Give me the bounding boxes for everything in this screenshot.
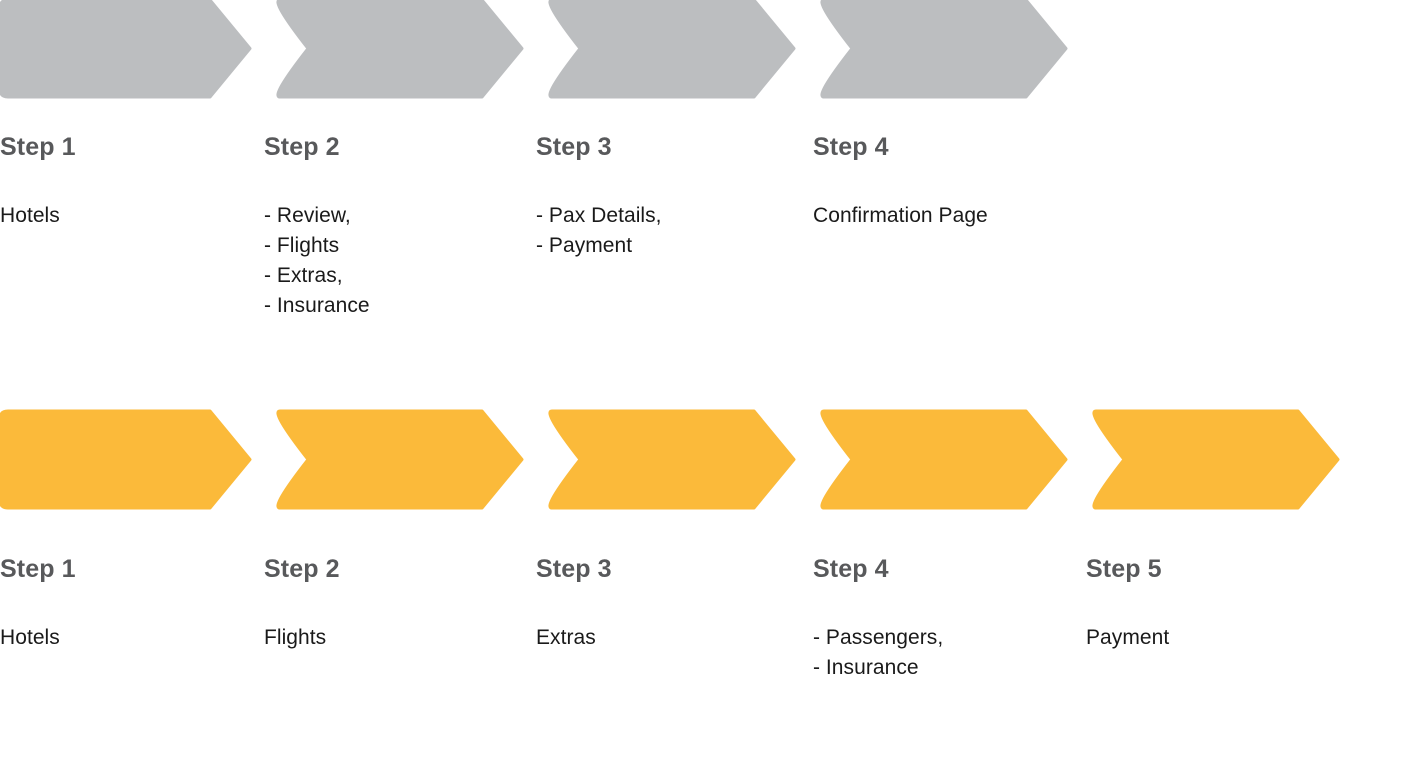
chevron-proposed-step-5[interactable] (1088, 409, 1340, 510)
chevron-path (276, 0, 524, 99)
label-column-current-step-4: Step 4 Confirmation Page (813, 133, 1068, 231)
step-description-line: - Payment (536, 233, 633, 257)
chevron-shape-icon (548, 409, 796, 510)
step-title: Step 5 (1086, 555, 1162, 583)
step-description-line: - Pax Details, (536, 203, 662, 227)
step-description-line: Flights (264, 625, 327, 649)
chevron-path (548, 0, 796, 99)
step-description: Payment (1086, 623, 1341, 653)
chevron-current-step-2[interactable] (272, 0, 524, 99)
step-description: - Pax Details, - Payment (536, 201, 791, 261)
step-description-line: - Flights (264, 233, 340, 257)
chevron-proposed-step-1[interactable] (0, 409, 252, 510)
step-title: Step 4 (813, 133, 889, 161)
chevron-proposed-step-2[interactable] (272, 409, 524, 510)
chevron-shape-icon (276, 0, 524, 99)
step-title: Step 1 (0, 133, 76, 161)
chevron-shape-icon (0, 409, 252, 510)
label-column-current-step-2: Step 2 - Review, - Flights - Extras, - Insur… (264, 133, 519, 321)
chevron-path (276, 409, 524, 510)
step-description: Flights (264, 623, 519, 653)
step-description-line: - Extras, (264, 263, 343, 287)
step-title: Step 2 (264, 555, 340, 583)
step-description-line: Hotels (0, 625, 60, 649)
step-description: - Review, - Flights - Extras, - Insurance (264, 201, 519, 321)
step-title: Step 2 (264, 133, 340, 161)
step-description: Hotels (0, 623, 255, 653)
chevron-shape-icon (1092, 409, 1340, 510)
label-column-current-step-1: Step 1 Hotels (0, 133, 255, 231)
label-column-proposed-step-1: Step 1 Hotels (0, 555, 255, 653)
chevron-proposed-step-4[interactable] (816, 409, 1068, 510)
step-description-line: Payment (1086, 625, 1170, 649)
step-title: Step 3 (536, 555, 612, 583)
step-description: Extras (536, 623, 791, 653)
step-title: Step 1 (0, 555, 76, 583)
chevron-path (548, 409, 796, 510)
chevron-current-step-1[interactable] (0, 0, 252, 99)
chevron-row-current-flow (0, 0, 1412, 99)
chevron-path (0, 0, 252, 99)
step-description: - Passengers, - Insurance (813, 623, 1068, 683)
label-column-proposed-step-4: Step 4 - Passengers, - Insurance (813, 555, 1068, 683)
step-description-line: - Passengers, (813, 625, 944, 649)
label-column-proposed-step-5: Step 5 Payment (1086, 555, 1341, 653)
chevron-shape-icon (548, 0, 796, 99)
step-description-line: Hotels (0, 203, 60, 227)
chevron-shape-icon (0, 0, 252, 99)
step-description: Confirmation Page (813, 201, 1068, 231)
step-description-line: - Review, (264, 203, 351, 227)
chevron-shape-icon (276, 409, 524, 510)
chevron-path (1092, 409, 1340, 510)
chevron-path (820, 0, 1068, 99)
label-column-proposed-step-2: Step 2 Flights (264, 555, 519, 653)
chevron-current-step-4[interactable] (816, 0, 1068, 99)
chevron-proposed-step-3[interactable] (544, 409, 796, 510)
chevron-shape-icon (820, 0, 1068, 99)
step-description: Hotels (0, 201, 255, 231)
step-title: Step 3 (536, 133, 612, 161)
label-column-proposed-step-3: Step 3 Extras (536, 555, 791, 653)
chevron-path (0, 409, 252, 510)
chevron-row-proposed-flow (0, 409, 1412, 510)
label-column-current-step-3: Step 3 - Pax Details, - Payment (536, 133, 791, 261)
step-description-line: Confirmation Page (813, 203, 988, 227)
chevron-path (820, 409, 1068, 510)
step-title: Step 4 (813, 555, 889, 583)
step-description-line: - Insurance (813, 655, 919, 679)
step-description-line: Extras (536, 625, 596, 649)
chevron-current-step-3[interactable] (544, 0, 796, 99)
step-description-line: - Insurance (264, 293, 370, 317)
chevron-shape-icon (820, 409, 1068, 510)
